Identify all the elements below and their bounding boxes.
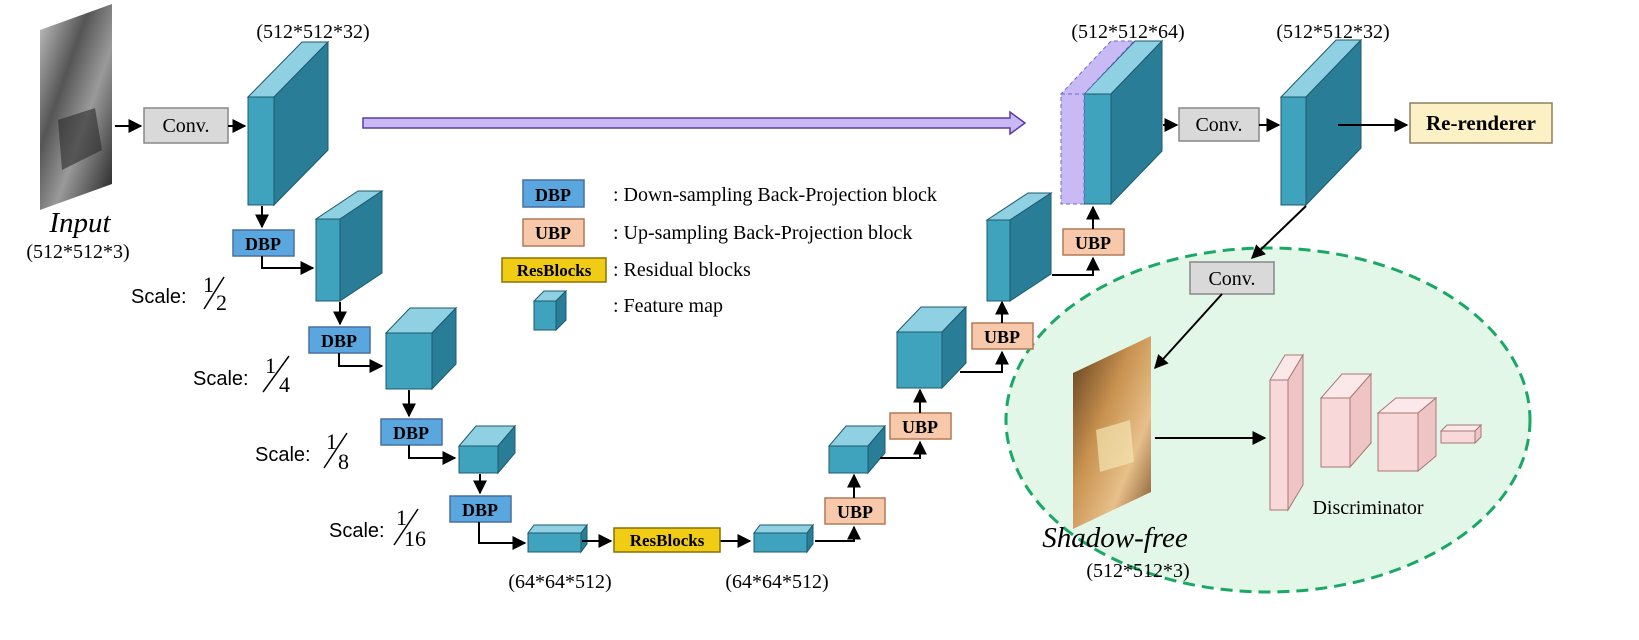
conv-label-3: Conv. — [1208, 268, 1255, 290]
discriminator-label: Discriminator — [1312, 497, 1423, 519]
ubp-label-3: UBP — [984, 327, 1020, 347]
resblocks-box — [613, 527, 721, 553]
legend-resblocks-desc: : Residual blocks — [613, 259, 751, 281]
legend-cube-icon — [532, 289, 568, 332]
dbp-box-3 — [380, 418, 443, 446]
shadow-free-image — [1073, 336, 1151, 529]
conv-label-1: Conv. — [162, 115, 209, 137]
conv-label-2: Conv. — [1195, 114, 1242, 136]
conv-box-3 — [1189, 261, 1275, 295]
feature-map-enc-0 — [246, 40, 330, 207]
shadow-free-dims: (512*512*3) — [1086, 560, 1189, 582]
feature-map-out — [1279, 38, 1363, 207]
dbp-label-3: DBP — [393, 423, 429, 443]
discriminator-layers — [1269, 353, 1483, 512]
input-label: Input — [48, 207, 111, 239]
scale-word-3: Scale: — [255, 444, 311, 466]
scale-label-1: Scale: 1 2 — [131, 272, 227, 315]
ubp-box-3 — [971, 322, 1034, 350]
dbp-box-2 — [308, 326, 371, 354]
scale-den-1: 2 — [216, 290, 227, 315]
conv-box-2 — [1178, 107, 1260, 142]
dbp-label-2: DBP — [321, 331, 357, 351]
concat-skip-feature — [1059, 40, 1136, 205]
scale-word-2: Scale: — [193, 368, 249, 390]
feature-map-dec-1 — [985, 192, 1053, 302]
ubp-label-2: UBP — [902, 417, 938, 437]
ubp-box-4 — [1062, 228, 1125, 256]
feature-map-enc-3 — [457, 424, 517, 475]
feature-map-enc-2 — [384, 306, 458, 391]
encoder-connectors — [255, 206, 752, 550]
input-image — [40, 4, 112, 210]
bottleneck-dims-2: (64*64*512) — [725, 571, 828, 593]
out-dims: (512*512*32) — [1276, 21, 1389, 43]
arrow-out-conv3 — [1250, 205, 1307, 259]
shadow-free-label: Shadow-free — [1042, 522, 1188, 554]
feature-map-enc-1 — [314, 190, 384, 302]
legend-dbp-desc: : Down-sampling Back-Projection block — [613, 184, 937, 206]
skip-connection-arrow — [362, 110, 1027, 136]
legend-dbp-key: DBP — [535, 185, 571, 205]
rerenderer-box — [1409, 102, 1553, 144]
scale-num-4: 1 — [396, 505, 407, 530]
scale-label-2: Scale: 1 4 — [193, 353, 290, 397]
legend: DBP : Down-sampling Back-Projection bloc… — [501, 179, 937, 332]
conv-box-1 — [143, 107, 229, 144]
enc0-dims: (512*512*32) — [256, 21, 369, 43]
legend-feature-map-swatch — [532, 289, 568, 332]
legend-resblocks-key: ResBlocks — [517, 261, 592, 280]
scale-den-2: 4 — [279, 372, 290, 397]
dbp-label-4: DBP — [462, 500, 498, 520]
decoder-connectors — [815, 205, 1100, 542]
dbp-label-1: DBP — [245, 234, 281, 254]
feature-map-dec-0 — [1082, 39, 1164, 206]
dbp-box-4 — [449, 495, 512, 523]
scale-den-4: 16 — [404, 526, 426, 551]
concat-dims: (512*512*64) — [1071, 21, 1184, 43]
rerenderer-label: Re-renderer — [1426, 111, 1536, 135]
ubp-label-4: UBP — [1075, 233, 1111, 253]
scale-num-3: 1 — [326, 429, 337, 454]
legend-ubp-swatch — [522, 218, 585, 247]
bottleneck-dims-1: (64*64*512) — [508, 571, 611, 593]
legend-resblocks-swatch — [501, 257, 607, 283]
scale-num-2: 1 — [265, 353, 276, 378]
resblocks-label: ResBlocks — [630, 531, 705, 550]
feature-map-bottleneck-2 — [753, 523, 814, 554]
feature-map-dec-3 — [827, 424, 887, 475]
scale-label-4: Scale: 1 16 — [329, 505, 426, 551]
scale-den-3: 8 — [338, 449, 349, 474]
input-dims: (512*512*3) — [26, 241, 129, 263]
gan-region — [1004, 246, 1532, 594]
scale-word-4: Scale: — [329, 520, 385, 542]
legend-ubp-key: UBP — [535, 223, 571, 243]
legend-dbp-swatch — [522, 179, 585, 208]
ubp-label-1: UBP — [837, 502, 873, 522]
legend-ubp-desc: : Up-sampling Back-Projection block — [613, 222, 912, 244]
scale-word-1: Scale: — [131, 286, 187, 308]
legend-feature-map-desc: : Feature map — [613, 295, 723, 317]
arrow-conv3-shadowfree — [1154, 293, 1223, 370]
feature-map-dec-2 — [895, 305, 968, 390]
dbp-box-1 — [232, 229, 295, 257]
feature-maps — [246, 38, 1363, 554]
scale-num-1: 1 — [203, 272, 214, 297]
scale-label-3: Scale: 1 8 — [255, 429, 349, 474]
feature-map-bottleneck-1 — [527, 523, 588, 554]
